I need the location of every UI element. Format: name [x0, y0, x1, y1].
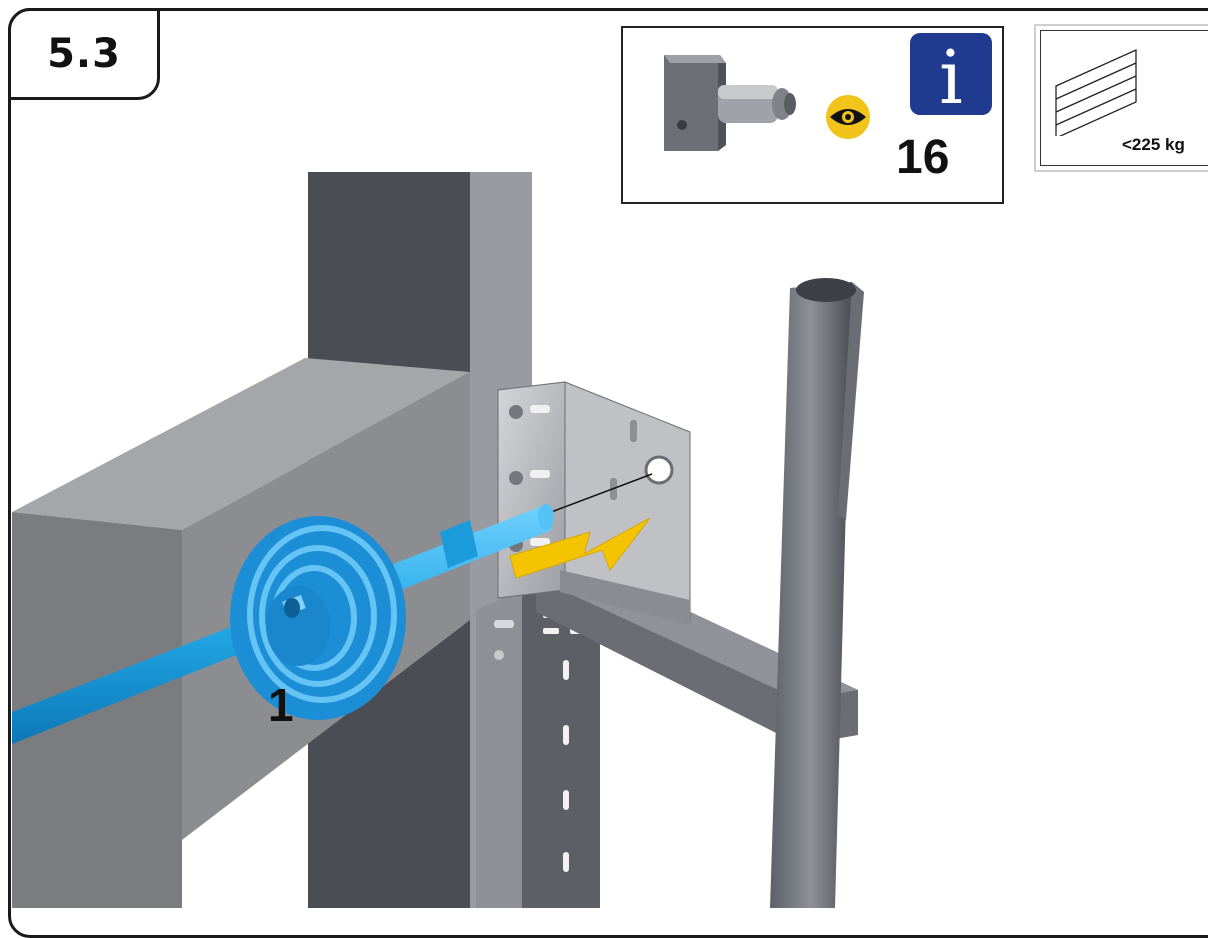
- alignment-line: [545, 473, 653, 515]
- weight-panel-border: [1040, 30, 1208, 166]
- info-icon: i: [910, 33, 992, 121]
- weight-limit-label: <225 kg: [1122, 135, 1185, 154]
- post-slot-side: [494, 620, 514, 628]
- post-bolt: [494, 650, 504, 660]
- vertical-rail: [770, 282, 852, 908]
- assembly-illustration: [12, 172, 864, 908]
- bracket-bearing-hole: [644, 455, 674, 485]
- bracket-holes: [509, 405, 637, 562]
- step-number-tab: 5.3: [8, 8, 160, 100]
- info-icon-letter: i: [939, 35, 963, 121]
- bracket-base: [560, 570, 690, 625]
- beam-top: [12, 358, 470, 530]
- eye-icon: [826, 95, 870, 139]
- cable-drum: [230, 516, 406, 720]
- door-panels-icon: [1055, 48, 1137, 136]
- page-frame: [8, 8, 1208, 938]
- vertical-rail-lip: [838, 282, 864, 520]
- shaft-end: [538, 504, 554, 530]
- vertical-post-face: [476, 590, 522, 908]
- vertical-post-front: [522, 590, 600, 908]
- weight-panel: [1034, 24, 1208, 172]
- part-callout-number: 1: [268, 679, 294, 731]
- instruction-page: 5.3 i 16: [8, 8, 1208, 938]
- info-panel-icons: i: [664, 33, 992, 151]
- insertion-arrow: [509, 517, 651, 579]
- info-reference-number: 16: [896, 131, 950, 184]
- step-number: 5.3: [47, 31, 121, 77]
- shaft-pin-bracket-icon: [664, 55, 796, 151]
- shaft-coupling: [440, 520, 478, 568]
- vertical-rail-top: [796, 278, 856, 302]
